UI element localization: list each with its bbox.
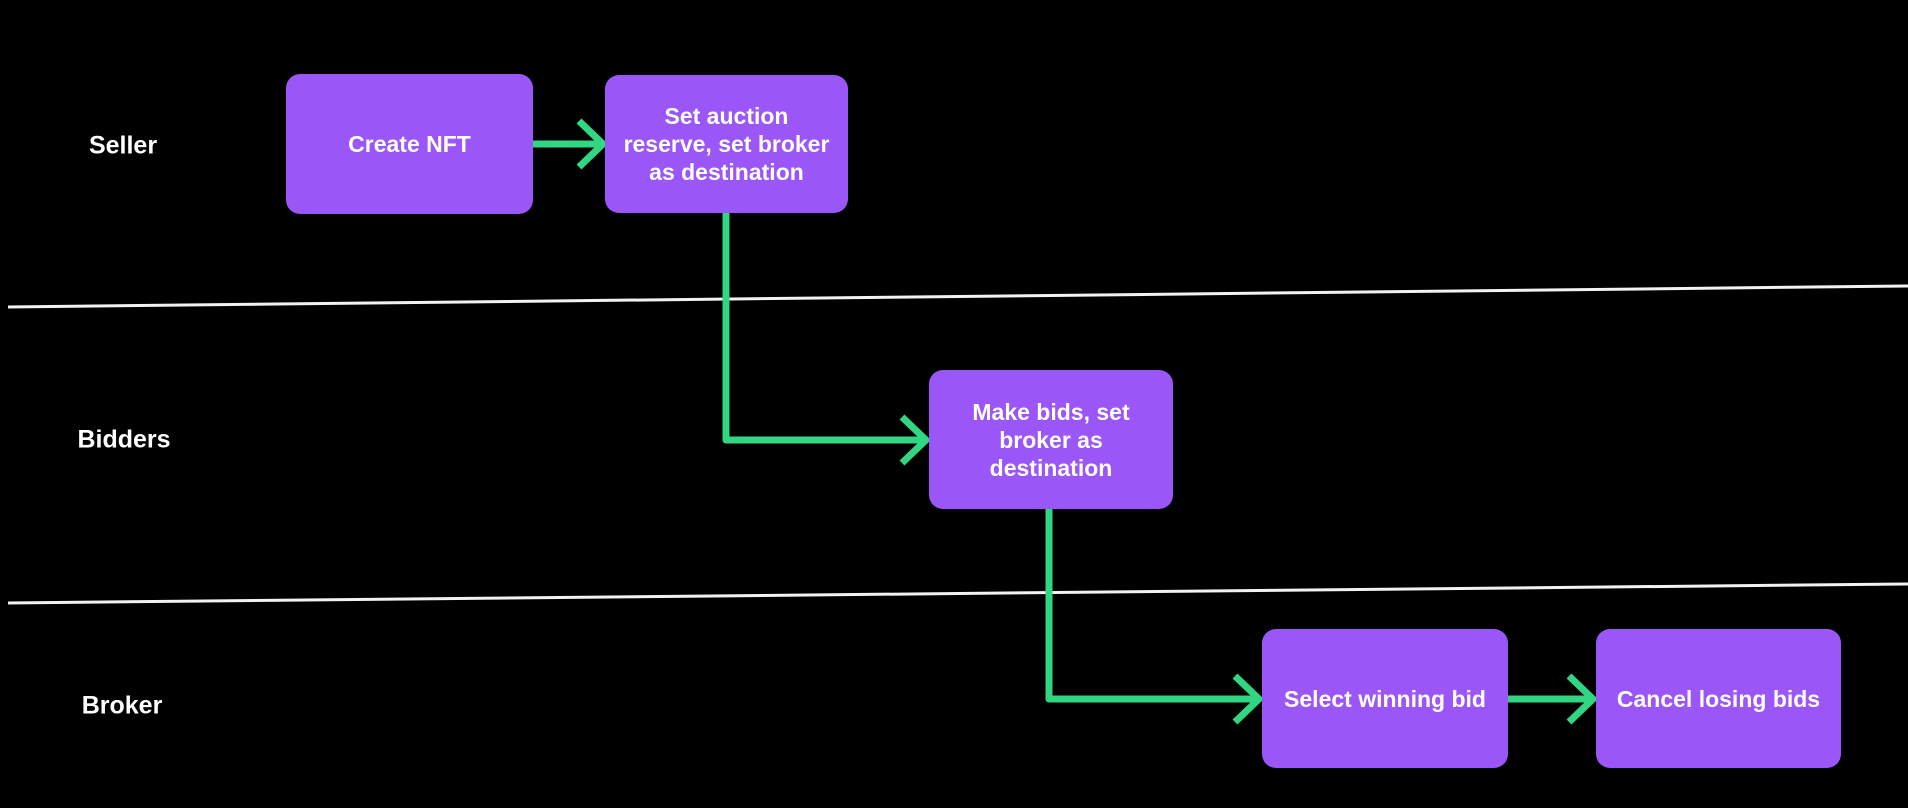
lane-label-seller: Seller (88, 131, 158, 160)
node-select-winning-bid-label: Select winning bid (1284, 685, 1486, 712)
lane-label-broker: Broker (81, 691, 163, 720)
connector-arrow-set-auction-reserve-to-make-bids (722, 212, 930, 466)
node-make-bids-label: Make bids, set broker as destination (972, 398, 1130, 481)
node-create-nft-label: Create NFT (348, 131, 471, 157)
node-make-bids: Make bids, set broker as destination (929, 370, 1173, 509)
node-cancel-losing-bids-label: Cancel losing bids (1616, 685, 1821, 712)
node-cancel-losing-bids: Cancel losing bids (1596, 629, 1841, 768)
node-create-nft: Create NFT (286, 74, 533, 214)
connector-arrow-select-winning-bid-to-cancel-losing-bids (1508, 673, 1597, 725)
node-set-auction-reserve: Set auction reserve, set broker as desti… (605, 75, 848, 213)
connector-arrow-create-nft-to-set-auction-reserve (533, 118, 607, 170)
lane-divider-bidders-broker (7, 582, 1908, 605)
connector-arrow-make-bids-to-select-winning-bid (1045, 509, 1263, 725)
node-set-auction-reserve-label: Set auction reserve, set broker as desti… (623, 103, 830, 185)
node-select-winning-bid: Select winning bid (1262, 629, 1508, 768)
lane-divider-seller-bidders (7, 284, 1908, 309)
lane-label-bidders: Bidders (77, 425, 171, 454)
